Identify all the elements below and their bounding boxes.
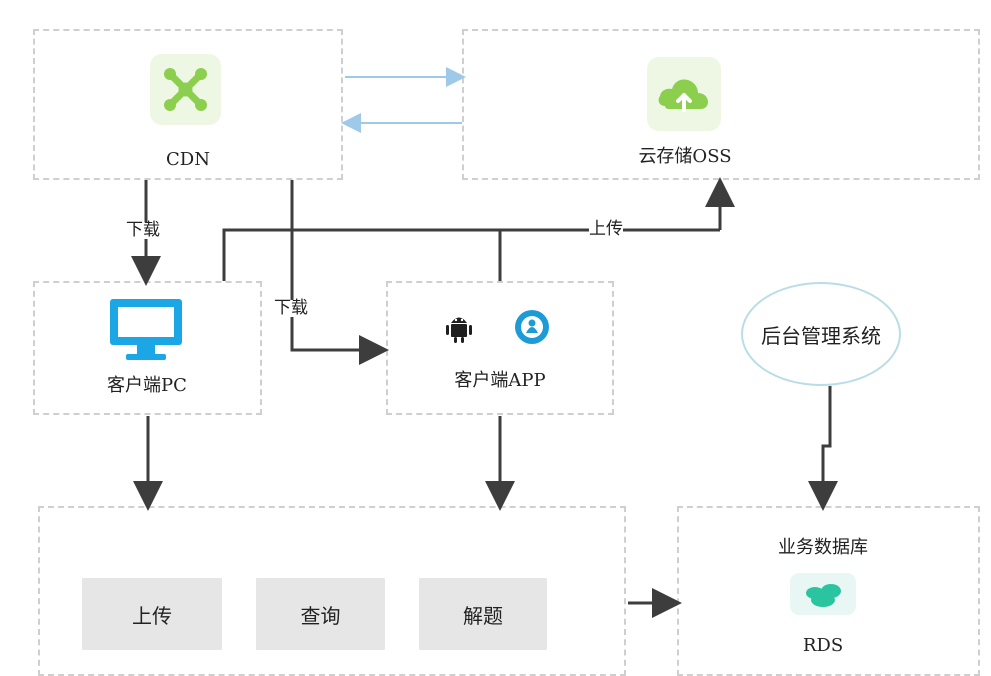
cloud-upload-icon bbox=[645, 55, 723, 133]
app-label: 客户端APP bbox=[454, 370, 546, 391]
cdn-to-app-arrow bbox=[290, 180, 389, 365]
pc-label: 客户端PC bbox=[107, 375, 187, 396]
cdn-box bbox=[33, 29, 343, 180]
user-badge-icon bbox=[514, 309, 550, 345]
monitor-icon bbox=[106, 295, 186, 365]
download-pc-label: 下载 bbox=[126, 220, 160, 240]
solve-action-label: 解题 bbox=[463, 603, 503, 628]
solve-action: 解题 bbox=[419, 578, 547, 650]
download-app-label: 下载 bbox=[274, 298, 308, 318]
cdn-label: CDN bbox=[166, 149, 210, 170]
admin-to-db-arrow bbox=[808, 386, 838, 511]
upload-action-label: 上传 bbox=[132, 603, 172, 628]
admin-system-node: 后台管理系统 bbox=[741, 282, 901, 386]
app-box bbox=[386, 281, 614, 415]
pc-upload-line bbox=[222, 228, 720, 281]
upload-action: 上传 bbox=[82, 578, 222, 650]
query-action-label: 查询 bbox=[300, 603, 341, 628]
cdn-icon bbox=[148, 52, 223, 127]
db-title: 业务数据库 bbox=[778, 537, 868, 558]
admin-system-label: 后台管理系统 bbox=[761, 323, 881, 348]
oss-label: 云存储OSS bbox=[638, 146, 732, 167]
android-icon bbox=[444, 310, 474, 344]
db-subtitle: RDS bbox=[802, 635, 844, 656]
upload-oss-label: 上传 bbox=[589, 219, 623, 239]
query-action: 查询 bbox=[256, 578, 385, 650]
database-cloud-icon bbox=[789, 572, 857, 616]
